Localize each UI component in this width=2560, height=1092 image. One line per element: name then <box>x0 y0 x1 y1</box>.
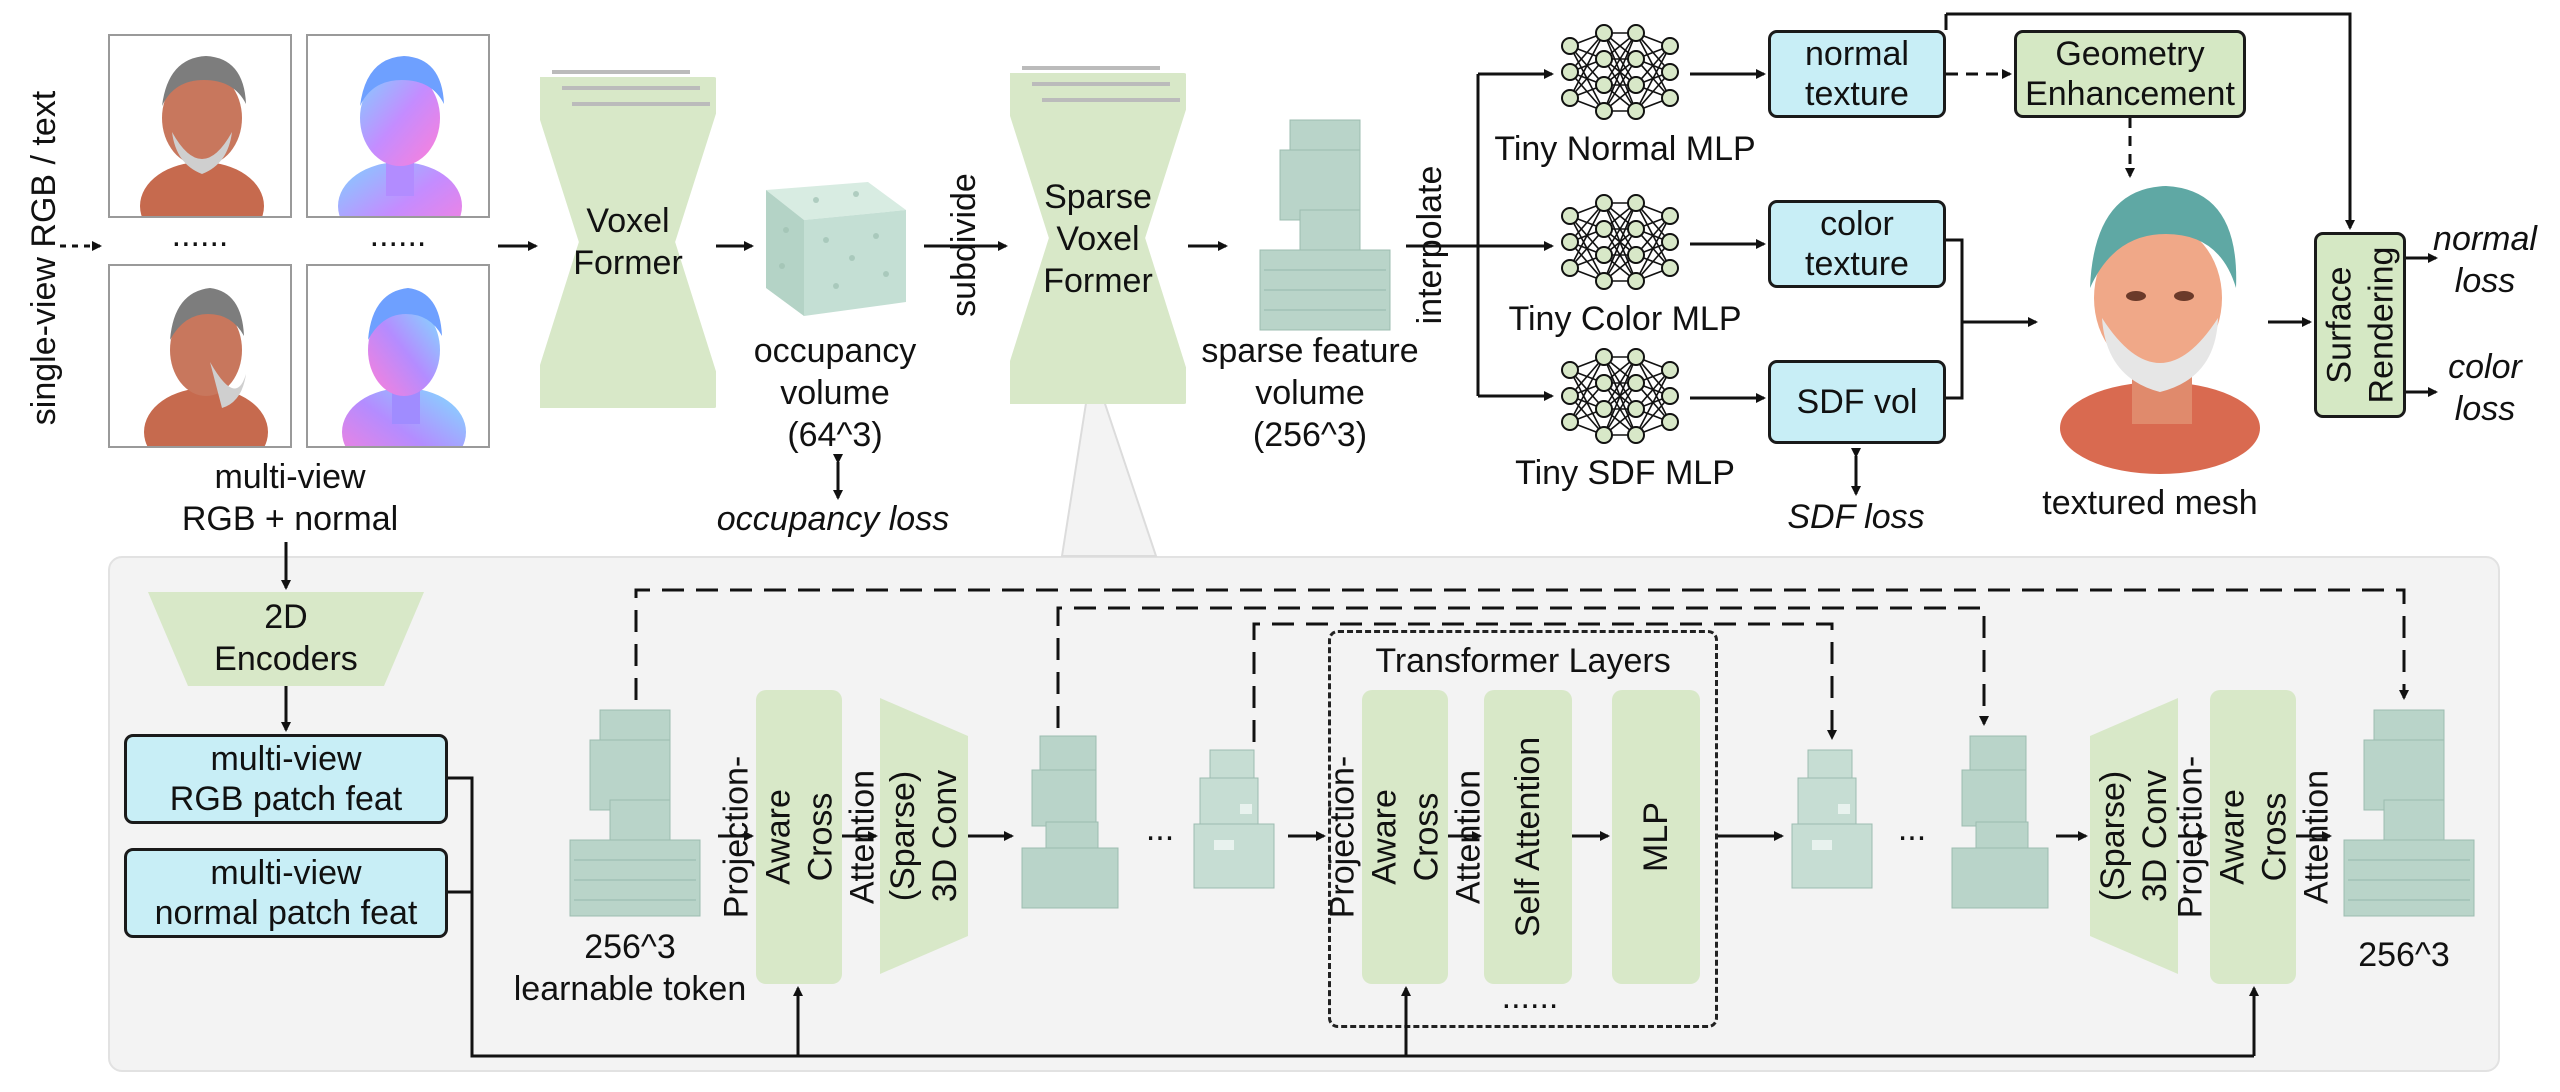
layers-dots: ...... <box>1501 978 1559 1016</box>
occupancy-volume-label: occupancy volume (64^3) <box>753 332 917 454</box>
output-bust <box>2343 709 2475 917</box>
cross-attention-2-block: Projection-Aware Cross Attention <box>1323 690 1487 984</box>
color-loss-label: color loss <box>2448 348 2522 428</box>
tiny-normal-mlp-label: Tiny Normal MLP <box>1494 130 1756 168</box>
feature-bust-1 <box>1021 735 1119 909</box>
textured-mesh-bust <box>2060 186 2260 474</box>
tiny-color-mlp-label: Tiny Color MLP <box>1508 300 1742 338</box>
geometry-enhancement-box: Geometry Enhancement <box>2014 30 2246 118</box>
mlp-block: MLP <box>1612 690 1700 984</box>
output-res-label: 256^3 <box>2358 936 2450 974</box>
learnable-token-bust <box>569 709 701 917</box>
encoders-shape <box>148 592 424 686</box>
voxel-former-shape <box>540 70 716 408</box>
dots-left: ...... <box>171 216 229 254</box>
color-texture-box: color texture <box>1768 200 1946 288</box>
cross-attention-1-block: Projection-Aware Cross Attention <box>717 690 881 984</box>
multi-view-caption: multi-view RGB + normal <box>181 458 399 538</box>
sdf-vol-box: SDF vol <box>1768 360 1946 444</box>
dots-right: ...... <box>369 216 427 254</box>
normal-view-front <box>306 34 490 218</box>
transformer-layers-label: Transformer Layers <box>1375 642 1671 680</box>
sparse-voxel-former-shape <box>1010 66 1186 404</box>
normal-patch-feat-box: multi-view normal patch feat <box>124 848 448 938</box>
feature-bust-2 <box>1193 749 1275 889</box>
feature-bust-3 <box>1791 749 1873 889</box>
learnable-token-label: 256^3 learnable token <box>513 928 747 1008</box>
tiny-sdf-mlp-icon <box>1561 348 1679 444</box>
tiny-sdf-mlp-label: Tiny SDF MLP <box>1515 454 1735 492</box>
tiny-normal-mlp-icon <box>1561 24 1679 120</box>
conv-2-shape <box>2090 698 2178 974</box>
surface-rendering-box: Surface Rendering <box>2314 232 2406 418</box>
rgb-patch-feat-box: multi-view RGB patch feat <box>124 734 448 824</box>
ellipsis-1: ... <box>1145 810 1175 848</box>
ellipsis-2: ... <box>1897 810 1927 848</box>
normal-loss-label: normal loss <box>2433 220 2537 300</box>
encoders-label: 2D Encoders <box>214 598 358 678</box>
normal-view-side <box>306 264 490 448</box>
sdf-loss-label: SDF loss <box>1787 498 1925 536</box>
voxel-former-label: Voxel Former <box>573 202 683 282</box>
sparse-feature-volume-label: sparse feature volume (256^3) <box>1201 332 1419 454</box>
tiny-color-mlp-icon <box>1561 194 1679 290</box>
cross-attention-3-block: Projection-Aware Cross Attention <box>2171 690 2335 984</box>
occupancy-loss-label: occupancy loss <box>716 500 950 538</box>
occupancy-volume-cube <box>766 182 906 316</box>
rgb-view-front <box>108 34 292 218</box>
conv-1-shape <box>880 698 968 974</box>
feature-bust-4 <box>1951 735 2049 909</box>
textured-mesh-label: textured mesh <box>2042 484 2258 522</box>
sparse-voxel-former-label: Sparse Voxel Former <box>1043 178 1153 300</box>
sparse-feature-voxel-bust <box>1259 119 1391 331</box>
rgb-view-side <box>108 264 292 448</box>
self-attention-block: Self Attention <box>1484 690 1572 984</box>
transformer-layers-frame <box>1328 630 1718 1028</box>
normal-texture-box: normal texture <box>1768 30 1946 118</box>
